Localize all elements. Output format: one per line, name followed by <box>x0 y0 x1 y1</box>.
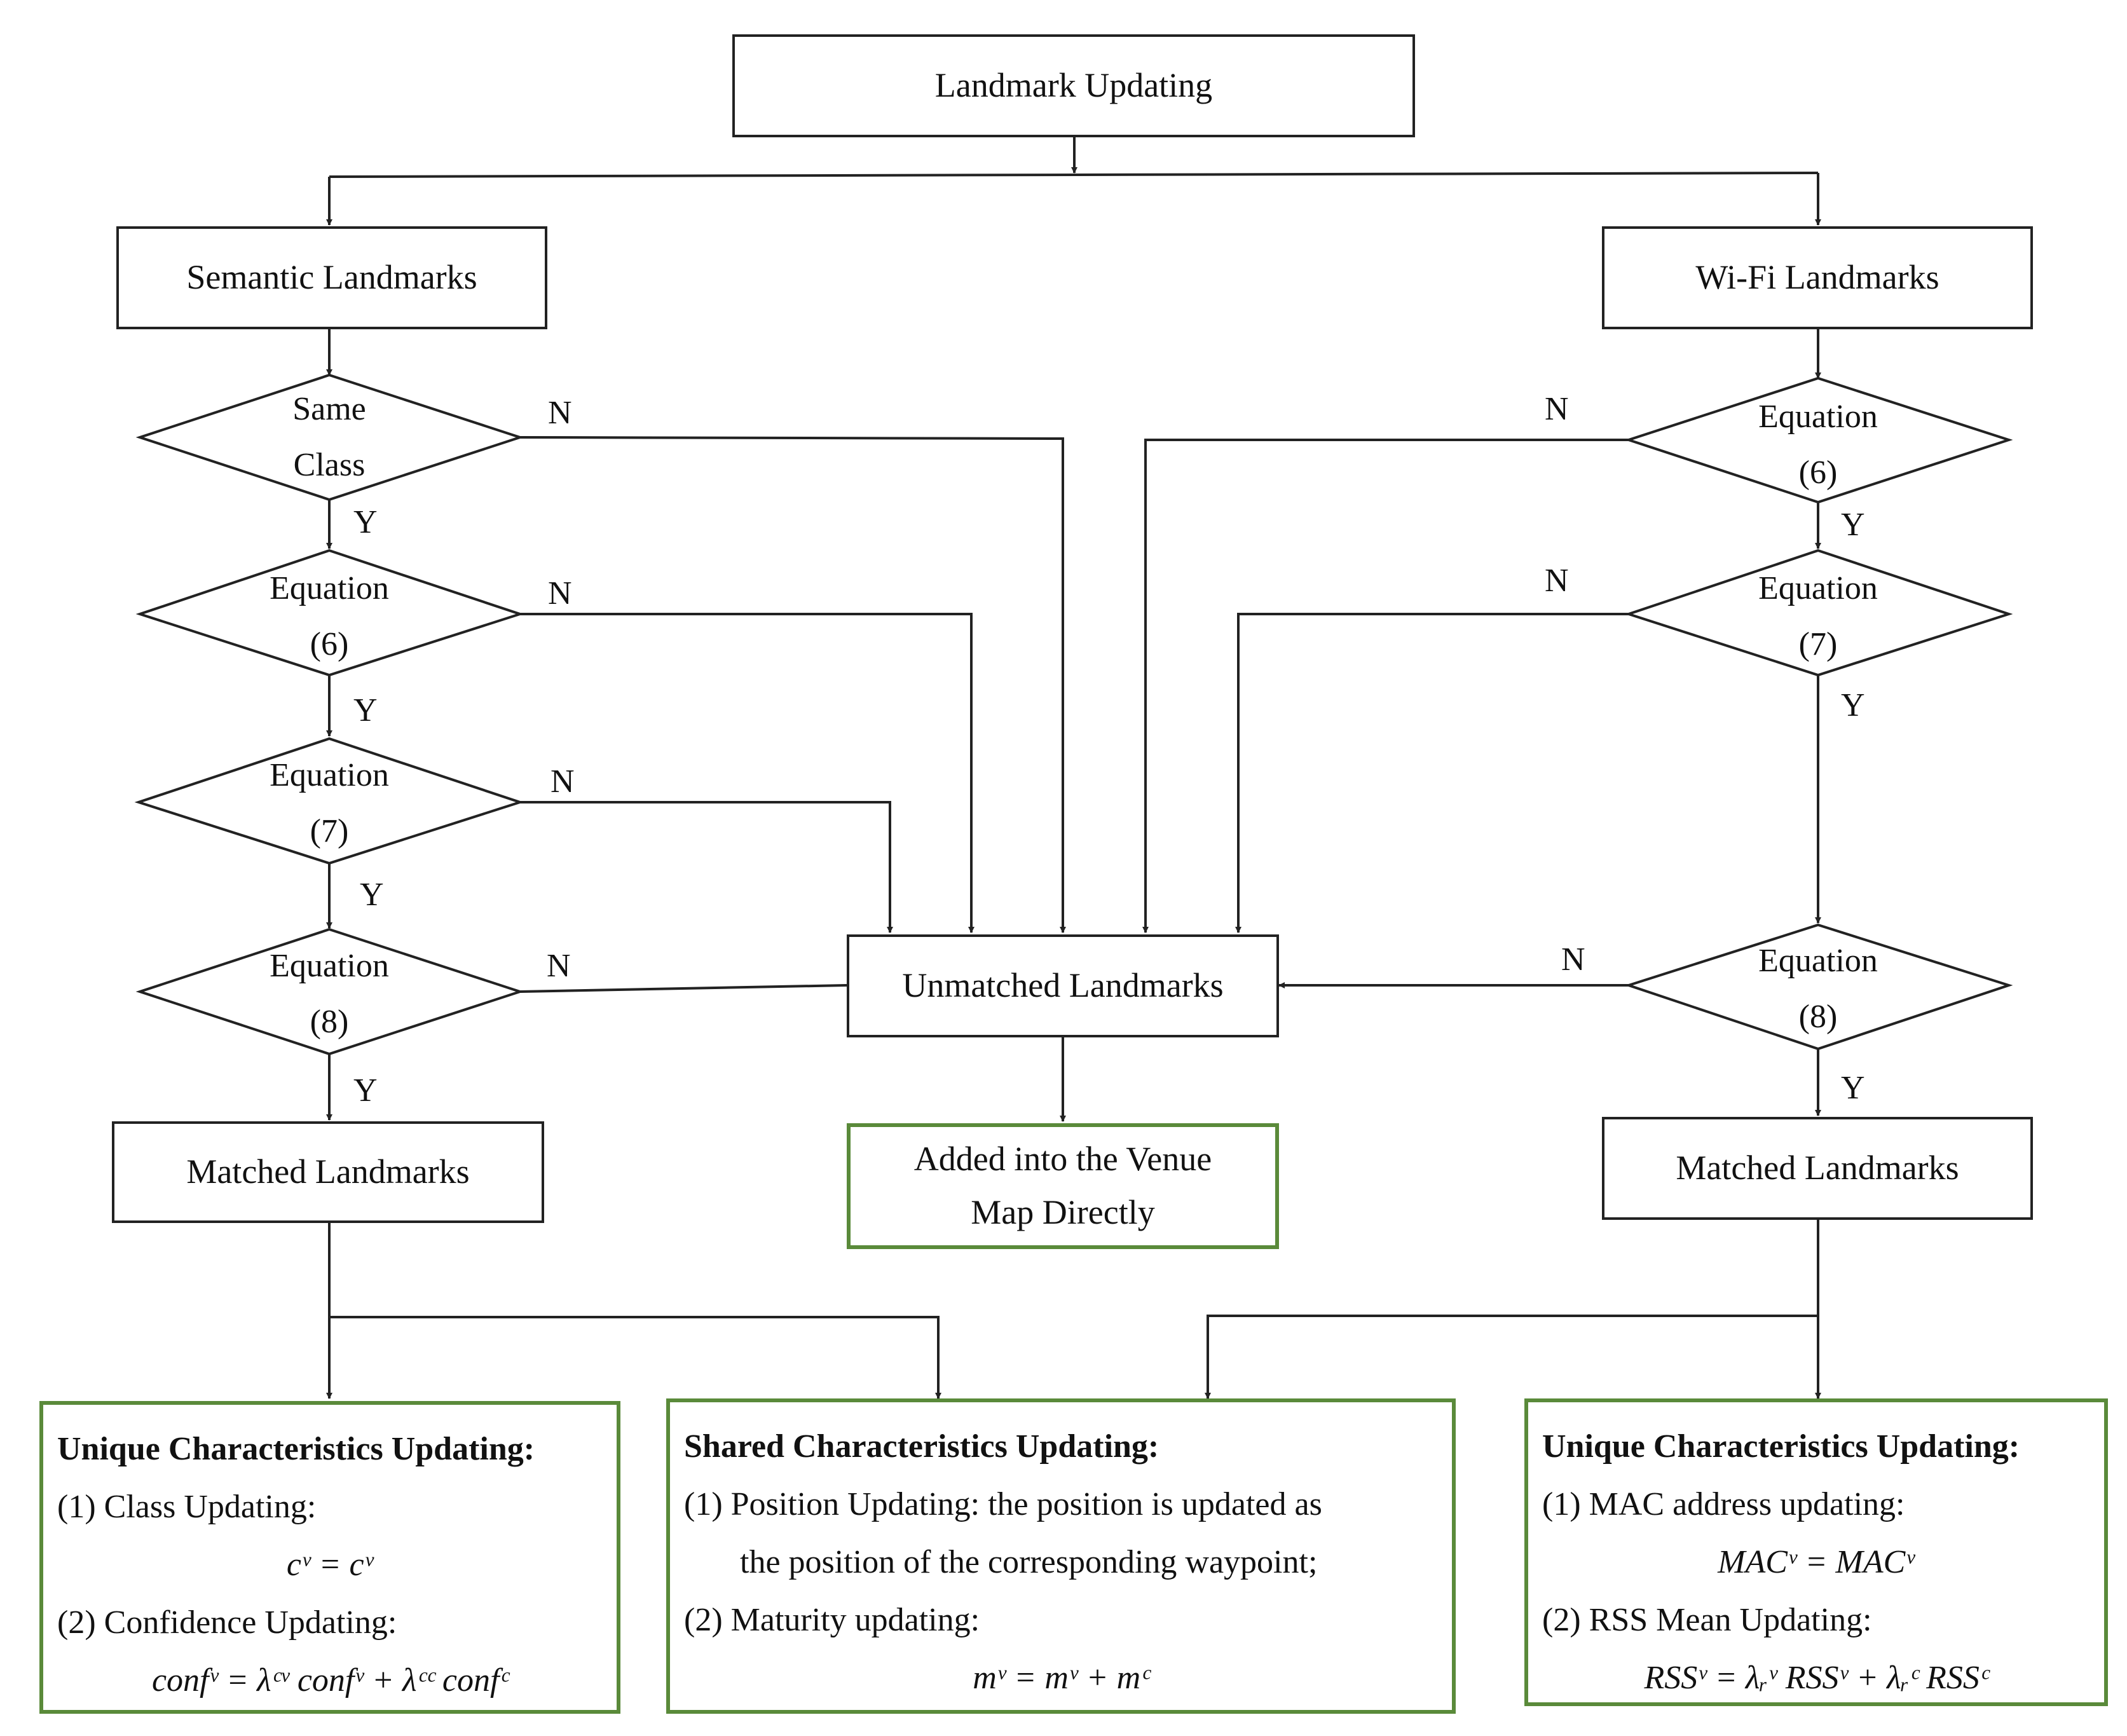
semantic-d2-label: Equation (6) <box>202 561 456 673</box>
semantic-d1-yes-label: Y <box>353 504 378 540</box>
wifi-d1-line1: Equation <box>1758 399 1878 435</box>
wifi-landmarks-label: Wi-Fi Landmarks <box>1695 258 1939 297</box>
wifi-d1-no-label: N <box>1545 391 1569 427</box>
semantic-d4-diamond <box>135 927 524 1056</box>
middle-panel-item1b: the position of the corresponding waypoi… <box>740 1544 1318 1580</box>
middle-panel-eq1: mᵛ = mᵛ + mᶜ <box>973 1660 1149 1696</box>
semantic-d1-line2: Class <box>293 447 366 484</box>
arrow-wd2-no <box>1235 613 1629 933</box>
arrow-sd1-no <box>519 436 1066 933</box>
wifi-d2-label: Equation (7) <box>1691 561 1945 673</box>
wifi-d1-diamond <box>1624 376 2013 504</box>
wifi-d2-line1: Equation <box>1758 570 1878 606</box>
semantic-d2-line2: (6) <box>310 626 349 663</box>
semantic-matched-landmarks-box: Matched Landmarks <box>112 1121 544 1223</box>
wifi-d1-label: Equation (6) <box>1691 389 1945 502</box>
semantic-d1-label: Same Class <box>202 381 456 494</box>
semantic-matched-landmarks-label: Matched Landmarks <box>186 1152 470 1191</box>
added-venue-map-line2: Map Directly <box>971 1193 1155 1231</box>
arrow-sd2-no <box>520 613 975 933</box>
wifi-d1-yes-label: Y <box>1841 507 1865 543</box>
right-panel-item2: (2) RSS Mean Updating: <box>1542 1602 1872 1638</box>
wifi-matched-landmarks-box: Matched Landmarks <box>1602 1117 2033 1220</box>
semantic-d3-diamond <box>134 737 524 865</box>
semantic-d3-label: Equation (7) <box>202 748 456 860</box>
unmatched-landmarks-box: Unmatched Landmarks <box>847 934 1279 1037</box>
arrow-wmatched-mid-panel <box>1205 1315 1818 1399</box>
semantic-d3-line2: (7) <box>310 813 349 850</box>
semantic-d2-diamond <box>135 549 524 677</box>
landmark-updating-box: Landmark Updating <box>732 34 1415 137</box>
right-panel-eq1: MACᵛ = MACᵛ <box>1718 1544 1915 1580</box>
right-panel-item1: (1) MAC address updating: <box>1542 1486 1905 1522</box>
wifi-d3-label: Equation (8) <box>1691 933 1945 1046</box>
wifi-matched-landmarks-label: Matched Landmarks <box>1676 1149 1959 1187</box>
left-panel-title: Unique Characteristics Updating: <box>57 1431 535 1467</box>
line-sd4-no <box>519 984 847 993</box>
wifi-d3-line2: (8) <box>1798 999 1838 1035</box>
middle-panel-item2: (2) Maturity updating: <box>684 1602 980 1638</box>
wifi-d3-yes-label: Y <box>1841 1070 1865 1106</box>
added-venue-map-line1: Added into the Venue <box>913 1140 1212 1179</box>
landmark-updating-label: Landmark Updating <box>934 66 1213 105</box>
wifi-d2-no-label: N <box>1545 563 1569 599</box>
semantic-landmarks-label: Semantic Landmarks <box>186 258 477 297</box>
wifi-d2-line2: (7) <box>1798 626 1838 663</box>
semantic-d2-line1: Equation <box>270 570 389 606</box>
shared-characteristics-panel: Shared Characteristics Updating: (1) Pos… <box>666 1398 1456 1714</box>
unique-characteristics-semantic-panel: Unique Characteristics Updating: (1) Cla… <box>39 1401 620 1714</box>
semantic-d4-no-label: N <box>547 948 571 984</box>
semantic-d4-line1: Equation <box>270 948 389 984</box>
added-venue-map-box: Added into the Venue Map Directly <box>847 1123 1279 1249</box>
wifi-d3-no-label: N <box>1561 941 1585 978</box>
semantic-d2-no-label: N <box>548 575 572 612</box>
left-panel-eq1: cᵛ = cᵛ <box>286 1547 374 1583</box>
unmatched-landmarks-label: Unmatched Landmarks <box>902 966 1224 1005</box>
arrow-wd1-no <box>1142 439 1629 933</box>
arrow-smatched-mid-panel <box>329 1316 941 1399</box>
wifi-d1-line2: (6) <box>1798 455 1838 491</box>
left-panel-item2: (2) Confidence Updating: <box>57 1604 397 1641</box>
wifi-d2-diamond <box>1624 549 2013 677</box>
semantic-d2-yes-label: Y <box>353 692 378 728</box>
wifi-d3-line1: Equation <box>1758 943 1878 979</box>
wifi-landmarks-box: Wi-Fi Landmarks <box>1602 226 2033 329</box>
left-panel-eq2: confᵛ = λᶜᵛ confᵛ + λᶜᶜ confᶜ <box>151 1662 509 1698</box>
middle-panel-title: Shared Characteristics Updating: <box>684 1428 1159 1465</box>
wifi-d3-diamond <box>1624 923 2013 1051</box>
semantic-d1-line1: Same <box>292 391 366 427</box>
middle-panel-item1a: (1) Position Updating: the position is u… <box>684 1486 1322 1522</box>
semantic-d4-line2: (8) <box>310 1004 349 1041</box>
right-panel-eq2: RSSᵛ = λᵣᵛ RSSᵛ + λᵣᶜ RSSᶜ <box>1644 1660 1988 1696</box>
wifi-d2-yes-label: Y <box>1841 687 1865 723</box>
semantic-d4-label: Equation (8) <box>202 938 456 1051</box>
semantic-d3-yes-label: Y <box>360 877 384 913</box>
line-top-bar <box>329 172 1819 178</box>
semantic-d1-no-label: N <box>548 395 572 431</box>
right-panel-title: Unique Characteristics Updating: <box>1542 1428 2020 1465</box>
arrow-sd3-no <box>520 801 893 933</box>
left-panel-item1: (1) Class Updating: <box>57 1489 317 1525</box>
semantic-landmarks-box: Semantic Landmarks <box>116 226 547 329</box>
semantic-d3-no-label: N <box>551 763 575 800</box>
semantic-d1-diamond <box>135 373 524 502</box>
semantic-d4-yes-label: Y <box>353 1072 378 1109</box>
unique-characteristics-wifi-panel: Unique Characteristics Updating: (1) MAC… <box>1524 1398 2108 1706</box>
semantic-d3-line1: Equation <box>270 757 389 793</box>
